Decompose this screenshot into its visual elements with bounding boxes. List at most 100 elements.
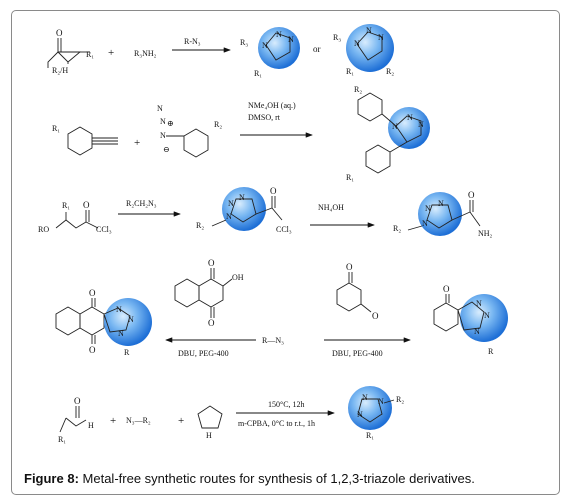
r2-label: R₂: [393, 224, 401, 233]
azide-label: N₃—R₂: [126, 416, 151, 425]
scheme-4: O O OH O O R—N₃ DBU, PEG-400 DBU, PEG-40…: [55, 258, 508, 358]
triazole-highlight: [346, 24, 394, 72]
reagent-label: NH₄OH: [318, 203, 344, 212]
figure-caption: Figure 8: Metal-free synthetic routes fo…: [24, 471, 475, 486]
ro-label: RO: [38, 225, 49, 234]
quinone-ring: [79, 306, 105, 336]
ccl3-label: CCl₃: [276, 225, 292, 234]
n-atom: N: [160, 117, 166, 126]
oxygen-atom: O: [208, 318, 215, 328]
r2-h-label: R₂/H: [52, 66, 68, 75]
triazole-highlight: [348, 386, 392, 430]
n-atom: N: [239, 193, 245, 202]
alkyne-bond: [92, 137, 118, 145]
oxygen-atom: O: [208, 258, 215, 268]
n-atom: N: [484, 311, 490, 320]
oxygen-atom: O: [74, 396, 81, 406]
benzene-ring: [357, 92, 383, 122]
n-minus: ⊖: [163, 145, 170, 154]
triazole-highlight: [388, 107, 430, 149]
oxygen-atom: O: [372, 311, 379, 321]
cyclohexane-ring: [433, 302, 459, 332]
r1-label: R₁: [346, 173, 354, 182]
oh-label: OH: [232, 273, 244, 282]
n-atom: N: [128, 315, 134, 324]
caption-label: Figure 8:: [24, 471, 79, 486]
conditions-left: DBU, PEG-400: [178, 349, 229, 358]
n-atom: N: [226, 212, 232, 221]
conditions: NMe₄OH (aq.): [248, 101, 296, 110]
scheme-5: O H R₁ + N₃—R₂ + H 150°C, 12h m-CPBA, 0°…: [58, 386, 404, 444]
pyrrolidine-ring: [197, 405, 223, 429]
r2-label: R₂: [354, 85, 362, 94]
oxygen-atom: O: [56, 28, 63, 38]
benzene-ring: [67, 126, 93, 156]
quinone-ring: [198, 278, 224, 308]
n-atom: N: [474, 327, 480, 336]
n-atom: N: [288, 35, 294, 44]
oxygen-atom: O: [346, 262, 353, 272]
triazole-highlight: [222, 187, 266, 231]
r-label: R: [124, 348, 130, 357]
r1-label: R₁: [52, 124, 60, 133]
azide-label: R—N₃: [262, 336, 284, 345]
amine-label: R₃NH₂: [134, 49, 157, 58]
scheme-3: R₁ O RO CCl₃ R₂CH₂N₃ N N N R₂ O CCl₃ NH₄…: [38, 186, 493, 238]
cyclohexane-ring: [336, 282, 362, 312]
r-label: R: [488, 347, 494, 356]
n-atom: N: [378, 397, 384, 406]
r1-label: R₁: [58, 435, 66, 444]
oxygen-atom: O: [89, 288, 96, 298]
conditions: DMSO, rt: [248, 113, 281, 122]
n-atom: N: [425, 204, 431, 213]
nh-label: H: [206, 431, 212, 440]
n-atom: N: [228, 199, 234, 208]
caption-text: Metal-free synthetic routes for synthesi…: [82, 471, 475, 486]
oxygen-atom: O: [89, 345, 96, 355]
n-atom: N: [354, 39, 360, 48]
or-label: or: [313, 44, 321, 54]
r1-label: R₁: [254, 69, 262, 78]
n-atom: N: [422, 219, 428, 228]
n-atom: N: [118, 329, 124, 338]
n-atom: N: [476, 299, 482, 308]
oxygen-atom: O: [443, 284, 450, 294]
n-atom: N: [392, 122, 398, 131]
r2-label: R₂: [196, 221, 204, 230]
n-atom: N: [378, 33, 384, 42]
conditions: 150°C, 12h: [268, 400, 305, 409]
r1-label: R₁: [86, 50, 94, 59]
plus-sign: +: [178, 415, 184, 427]
scheme-1: O R₁ R₂/H + R₃NH₂ R-N₃ N N N R₃ R₁ or N …: [47, 24, 394, 78]
plus-sign: +: [110, 415, 116, 427]
benzene-ring: [365, 144, 391, 174]
benzene-ring: [174, 278, 200, 308]
r2-label: R₂: [396, 395, 404, 404]
n-atom: N: [160, 131, 166, 140]
n-atom: N: [116, 305, 122, 314]
n-atom: N: [276, 30, 282, 39]
n-atom: N: [357, 410, 363, 419]
plus-sign: +: [134, 137, 140, 149]
reagent-label: R-N₃: [184, 37, 201, 46]
carbon-chain: [55, 219, 99, 229]
r2-label: R₂: [214, 120, 222, 129]
oxygen-atom: O: [468, 190, 475, 200]
r2-label: R₂: [386, 67, 394, 76]
r1-label: R₁: [366, 431, 374, 440]
r3-label: R₃: [333, 33, 341, 42]
n-atom: N: [438, 199, 444, 208]
n-plus: ⊕: [167, 119, 174, 128]
triazole-highlight: [418, 192, 462, 236]
benzene-ring: [55, 306, 81, 336]
r3-label: R₃: [240, 38, 248, 47]
benzene-ring: [183, 128, 209, 158]
n-atom: N: [366, 26, 372, 35]
conditions: m-CPBA, 0°C to r.t., 1h: [238, 419, 315, 428]
n-atom: N: [362, 393, 368, 402]
r1-label: R₁: [62, 201, 70, 210]
r1-label: R₁: [346, 67, 354, 76]
h-label: H: [88, 421, 94, 430]
triazole-highlight: [460, 294, 508, 342]
